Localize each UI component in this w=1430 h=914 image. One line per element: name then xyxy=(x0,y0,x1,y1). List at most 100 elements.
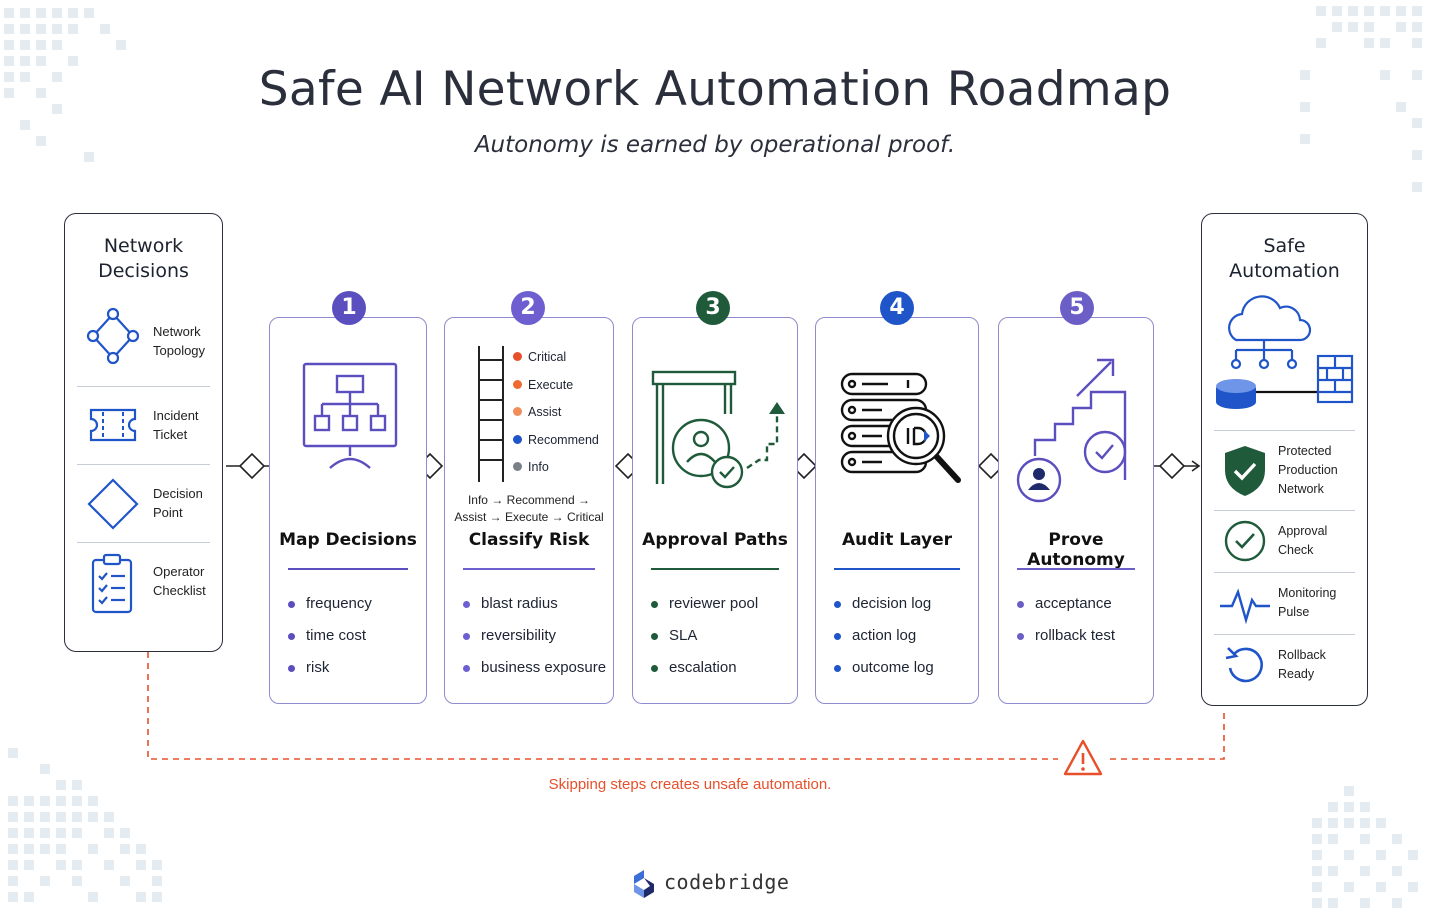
item-label: Protected xyxy=(1278,444,1332,458)
list-item: reviewer pool xyxy=(651,588,758,620)
step-number-badge: 4 xyxy=(880,291,914,325)
shield-check-icon xyxy=(1225,446,1265,496)
list-item: rollback test xyxy=(1017,620,1115,652)
step-card-prove-autonomy: Prove Autonomy acceptance rollback test xyxy=(998,317,1154,704)
item-label: Incident xyxy=(153,408,199,423)
list-item: time cost xyxy=(288,620,372,652)
corner-dot-pattern-top-right xyxy=(1300,6,1422,192)
list-item: escalation xyxy=(651,652,758,684)
step-number-badge: 1 xyxy=(332,291,366,325)
step-title: Prove Autonomy xyxy=(1027,530,1125,570)
approval-gate-icon xyxy=(651,370,785,489)
bullet-list: frequency time cost risk xyxy=(288,588,372,684)
step-card-audit-layer: Audit Layer decision log action log outc… xyxy=(815,317,979,704)
divider xyxy=(77,386,210,387)
step-divider xyxy=(1017,568,1135,570)
step-divider xyxy=(288,568,408,570)
presentation-board-icon xyxy=(302,362,398,469)
codebridge-logo-icon xyxy=(634,870,654,898)
risk-level-recommend: Recommend xyxy=(513,433,599,461)
step-title: Classify Risk xyxy=(468,530,590,550)
step-divider xyxy=(834,568,960,570)
risk-level-assist: Assist xyxy=(513,405,599,433)
divider xyxy=(1214,430,1355,431)
safe-automation-panel: Safe Automation Protected Production Net… xyxy=(1201,213,1368,706)
approval-check-item: Approval Check xyxy=(1214,514,1355,584)
step-title: Map Decisions xyxy=(279,530,417,550)
risk-ladder-icon xyxy=(478,346,504,482)
audit-database-magnifier-icon xyxy=(840,372,961,483)
corner-dot-pattern-bottom-left xyxy=(8,748,162,902)
network-topology-item: Network Topology xyxy=(77,302,210,372)
risk-levels-list: Critical Execute Assist Recommend Info xyxy=(513,350,599,488)
connector-5 xyxy=(1152,452,1201,480)
item-label: Rollback xyxy=(1278,648,1326,662)
item-label: Approval xyxy=(1278,524,1328,538)
warning-triangle-icon xyxy=(1063,739,1103,776)
rollback-ready-item: Rollback Ready xyxy=(1214,638,1355,708)
divider xyxy=(1214,634,1355,635)
cloud-network-firewall-icon xyxy=(1216,295,1354,409)
network-decisions-panel: Network Decisions Network Topology Incid… xyxy=(64,213,223,652)
item-label: Monitoring xyxy=(1278,586,1337,600)
step-title: Audit Layer xyxy=(841,530,953,550)
network-topology-icon xyxy=(86,307,140,365)
corner-dot-pattern-bottom-right xyxy=(1312,786,1418,908)
list-item: frequency xyxy=(288,588,372,620)
level-dot xyxy=(513,379,522,389)
warning-text: Skipping steps creates unsafe automation… xyxy=(548,776,832,793)
decision-point-icon xyxy=(87,478,139,530)
page-title: Safe AI Network Automation Roadmap xyxy=(258,62,1172,117)
item-label: Network xyxy=(153,324,201,339)
list-item: decision log xyxy=(834,588,934,620)
list-item: reversibility xyxy=(463,620,606,652)
divider xyxy=(77,542,210,543)
step-number-badge: 2 xyxy=(511,291,545,325)
approval-check-icon xyxy=(1224,520,1266,562)
step-card-classify-risk: Critical Execute Assist Recommend Info I… xyxy=(444,317,614,704)
step-divider xyxy=(463,568,595,570)
level-dot xyxy=(513,462,522,471)
list-item: action log xyxy=(834,620,934,652)
panel-title: Network Decisions xyxy=(98,235,189,282)
bullet-list: reviewer pool SLA escalation xyxy=(651,588,758,684)
step-number-badge: 3 xyxy=(696,291,730,325)
incident-ticket-item: Incident Ticket xyxy=(77,392,210,462)
bullet-list: acceptance rollback test xyxy=(1017,588,1115,652)
risk-flow-caption: Info → Recommend → Assist → Execute → Cr… xyxy=(454,493,604,524)
level-dot xyxy=(513,407,522,416)
incident-ticket-icon xyxy=(89,408,137,442)
rollback-icon xyxy=(1225,647,1263,683)
step-divider xyxy=(651,568,779,570)
step-card-approval-paths: Approval Paths reviewer pool SLA escalat… xyxy=(632,317,798,704)
level-dot xyxy=(513,434,522,444)
protected-network-item: Protected Production Network xyxy=(1214,436,1355,506)
bullet-list: blast radius reversibility business expo… xyxy=(463,588,606,684)
divider xyxy=(1214,510,1355,511)
item-label: Decision xyxy=(153,486,203,501)
monitoring-pulse-item: Monitoring Pulse xyxy=(1214,576,1355,646)
corner-dot-pattern-top-left xyxy=(4,8,126,162)
page-subtitle: Autonomy is earned by operational proof. xyxy=(474,132,956,158)
operator-checklist-item: Operator Checklist xyxy=(77,548,210,618)
bullet-list: decision log action log outcome log xyxy=(834,588,934,684)
list-item: risk xyxy=(288,652,372,684)
level-dot xyxy=(513,352,522,361)
decision-point-item: Decision Point xyxy=(77,470,210,540)
risk-level-info: Info xyxy=(513,460,599,488)
divider xyxy=(1214,572,1355,573)
risk-level-critical: Critical xyxy=(513,350,599,378)
divider xyxy=(77,464,210,465)
brand-name: codebridge xyxy=(664,870,790,894)
list-item: outcome log xyxy=(834,652,934,684)
list-item: blast radius xyxy=(463,588,606,620)
list-item: business exposure xyxy=(463,652,606,684)
list-item: SLA xyxy=(651,620,758,652)
monitoring-pulse-icon xyxy=(1220,588,1270,625)
item-label: Operator xyxy=(153,564,205,579)
step-card-map-decisions: Map Decisions frequency time cost risk xyxy=(269,317,427,704)
skipping-steps-warning-line xyxy=(147,652,1225,760)
panel-title: Safe Automation xyxy=(1229,235,1340,282)
growth-stairs-icon xyxy=(1016,358,1127,503)
step-number-badge: 5 xyxy=(1060,291,1094,325)
